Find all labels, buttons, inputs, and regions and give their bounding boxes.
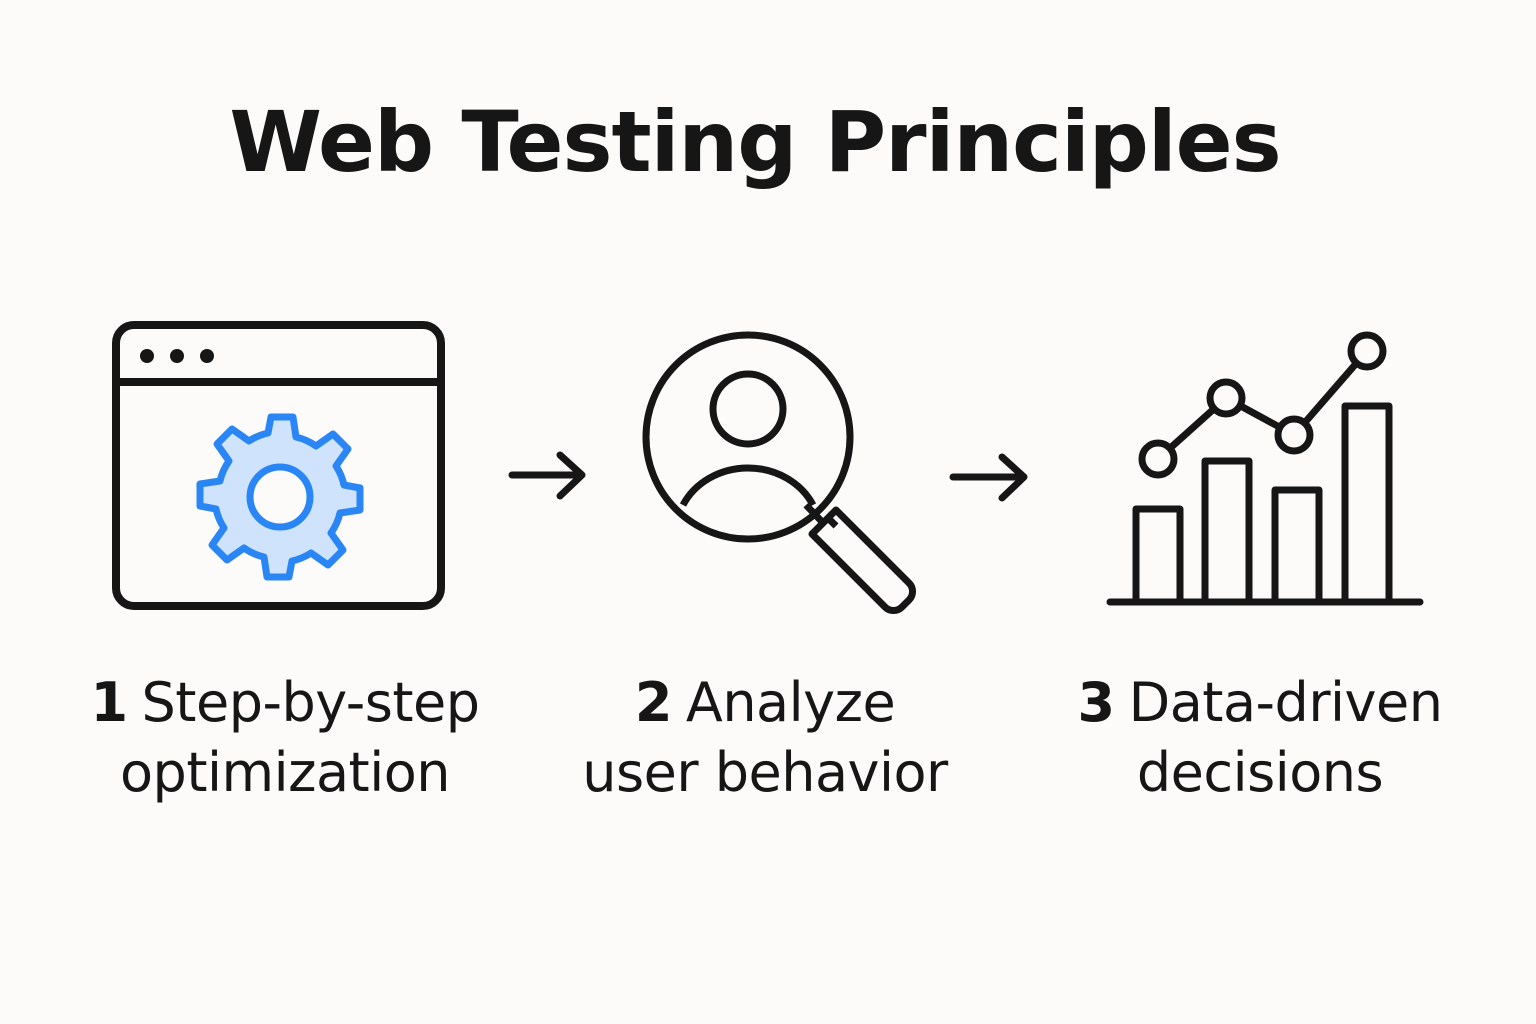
step-1-line-1: Step-by-step bbox=[141, 671, 481, 734]
step-2-number: 2 bbox=[634, 671, 673, 734]
step-1-number: 1 bbox=[90, 671, 128, 734]
magnifier-user-icon bbox=[642, 331, 916, 614]
step-3-number: 3 bbox=[1077, 671, 1116, 734]
step-2-line-1: Analyze bbox=[685, 671, 896, 734]
step-3-line-2: decisions bbox=[1136, 741, 1384, 804]
arrow-right-icon bbox=[949, 453, 1028, 502]
arrow-right-icon bbox=[508, 451, 586, 500]
step-2-line-2: user behavior bbox=[582, 741, 948, 804]
step-3-line-1: Data-driven bbox=[1128, 671, 1443, 734]
browser-gear-icon bbox=[112, 321, 445, 610]
page-title: Web Testing Principles bbox=[229, 93, 1281, 191]
gear-icon bbox=[196, 413, 364, 581]
bar-line-chart-icon bbox=[1106, 331, 1424, 606]
step-1-line-2: optimization bbox=[120, 741, 450, 804]
